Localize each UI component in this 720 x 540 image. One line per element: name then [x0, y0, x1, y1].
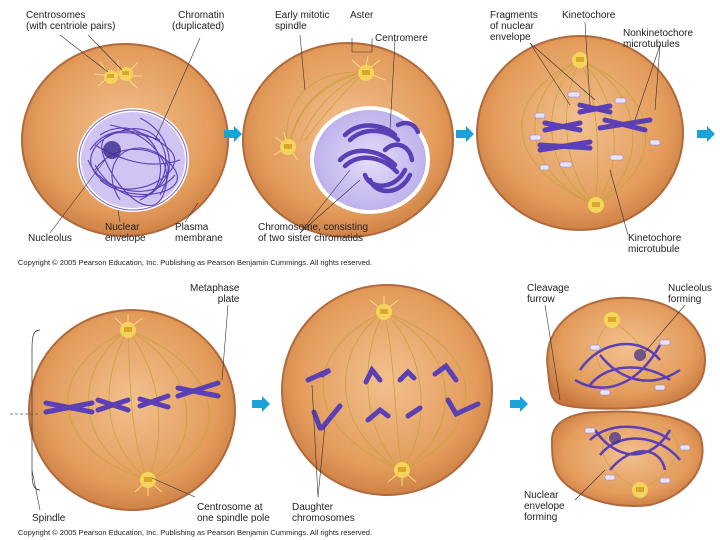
- chromosomes-4: [43, 380, 221, 415]
- daughter-chromosomes: [305, 362, 481, 431]
- centrosomes-3: [572, 52, 604, 213]
- panel-metaphase: [10, 304, 236, 511]
- label-centrosomes: Centrosomes (with centriole pairs): [26, 10, 116, 32]
- label-centromere: Centromere: [375, 33, 428, 44]
- centrosomes-6: [604, 312, 648, 498]
- panel-prophase: [242, 34, 454, 238]
- spindle-bracket: [31, 329, 41, 491]
- label-fragments: Fragments of nuclear envelope: [490, 10, 538, 43]
- label-nucleolus-forming: Nucleolus forming: [668, 283, 712, 305]
- label-aster: Aster: [350, 10, 374, 21]
- label-chromatin: Chromatin (duplicated): [172, 10, 225, 32]
- label-plasma-membrane: Plasma membrane: [175, 222, 223, 244]
- chromosomes-2: [337, 120, 421, 194]
- cell-5: [281, 284, 493, 496]
- label-centrosome-pole: Centrosome at one spindle pole: [197, 502, 270, 524]
- centrosomes-1: [94, 60, 142, 89]
- envelope-fragments: [529, 91, 661, 171]
- panel-telophase: [544, 296, 707, 507]
- arrow-2: [456, 126, 474, 142]
- label-early-spindle: Early mitotic spindle: [275, 10, 330, 32]
- nucleolus-forming-top: [634, 349, 646, 361]
- label-metaphase-plate: Metaphase plate: [190, 283, 240, 305]
- arrow-3: [697, 126, 715, 142]
- arrow-1: [224, 126, 242, 142]
- envelope-forming: [584, 339, 691, 484]
- panel-prometaphase: [476, 21, 684, 236]
- nucleolus-1: [103, 141, 121, 159]
- label-nonkinetochore: Nonkinetochore microtubules: [623, 28, 694, 50]
- daughter-cell-top: [546, 296, 707, 410]
- centrosomes-2a: [351, 55, 386, 81]
- arrow-4: [252, 396, 270, 412]
- label-cleavage-furrow: Cleavage furrow: [527, 283, 570, 305]
- label-chromosome: Chromosome, consisting of two sister chr…: [258, 222, 369, 244]
- chromatin-bottom: [589, 425, 681, 471]
- spindle-2: [285, 71, 366, 146]
- label-kinetochore: Kinetochore: [562, 10, 616, 21]
- label-nuclear-envelope: Nuclear envelope: [105, 222, 146, 244]
- label-daughter-chromosomes: Daughter chromosomes: [292, 502, 355, 524]
- label-kinetochore-microtubule: Kinetochore microtubule: [628, 233, 682, 255]
- nucleus-1: [77, 108, 189, 212]
- centrosomes-5: [369, 296, 417, 486]
- centrosomes-4: [114, 314, 163, 496]
- copyright-top: Copyright © 2005 Pearson Education, Inc.…: [18, 258, 373, 267]
- arrow-5: [510, 396, 528, 412]
- chromosomes-3: [537, 102, 653, 153]
- spindle-5: [322, 311, 467, 471]
- panel-g2: [21, 34, 229, 237]
- cell-3: [476, 35, 684, 231]
- spindle-3: [521, 59, 647, 206]
- centrosomes-2b: [273, 131, 299, 161]
- chromatin-top: [574, 342, 681, 389]
- nucleolus-forming-bottom: [609, 432, 621, 444]
- label-nucleolus: Nucleolus: [28, 233, 72, 244]
- label-nuclear-envelope-forming: Nuclear envelope forming: [524, 490, 565, 523]
- copyright-bottom: Copyright © 2005 Pearson Education, Inc.…: [18, 528, 373, 537]
- label-spindle: Spindle: [32, 513, 66, 524]
- panel-anaphase: [281, 284, 493, 498]
